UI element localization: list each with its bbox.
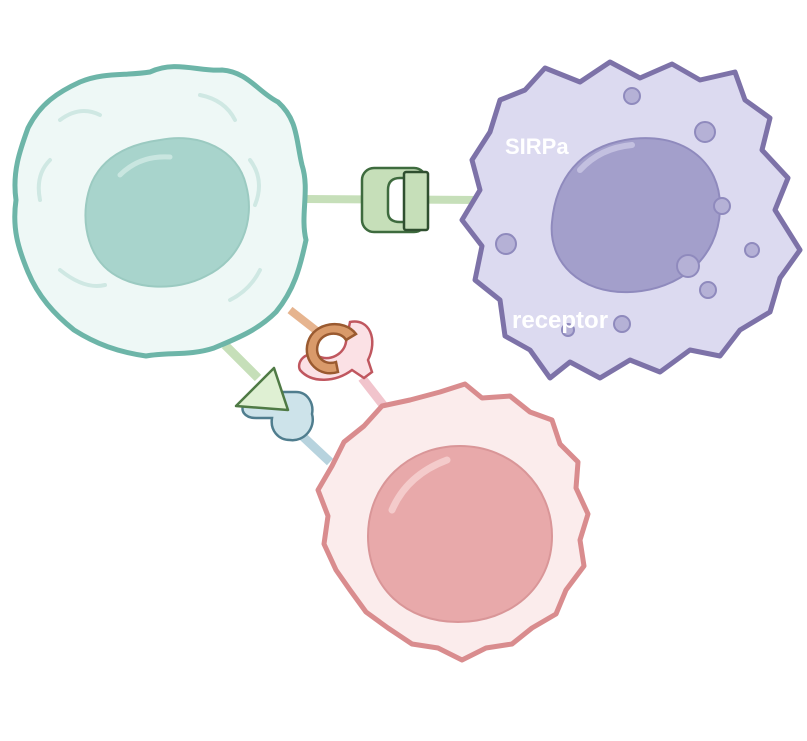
crescent-ligand-icon: [305, 322, 358, 375]
lavender-cell-nucleus: [550, 137, 722, 294]
teal-to-triangle-connector: [221, 341, 262, 382]
triangle-receptor-complex: [234, 366, 315, 442]
teal-cell-texture: [36, 93, 262, 302]
triangle-ligand-icon: [234, 366, 290, 412]
teal-cell-nucleus: [84, 137, 250, 288]
lavender-nucleus-highlight: [577, 142, 635, 173]
lavender-cell: [459, 59, 803, 381]
c-shaped-receptor-icon: [360, 166, 430, 234]
teal-nucleus-highlight: [117, 154, 173, 178]
teal-cell: [12, 64, 309, 359]
receptor-label: receptor: [512, 307, 608, 334]
pink-cell: [315, 381, 591, 663]
crescent-receptor-complex: [297, 320, 374, 381]
sirpa-label: SIRPa: [505, 134, 569, 159]
pink-cell-nucleus: [366, 444, 554, 624]
pink-nucleus-highlight: [388, 456, 451, 514]
lavender-granules: [495, 87, 760, 337]
